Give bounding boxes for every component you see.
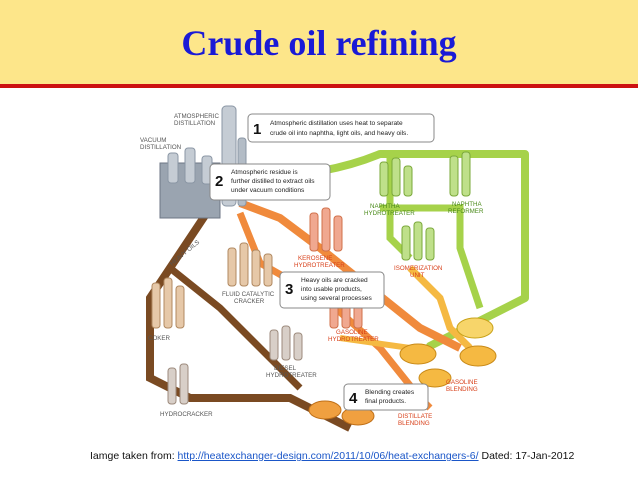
step-2-line-1: Atmospheric residue is — [231, 169, 298, 176]
step-1-number: 1 — [253, 121, 261, 138]
step-2-number: 2 — [215, 173, 223, 190]
isomerization-unit-label-1: ISOMERIZATION — [394, 265, 442, 272]
step-3-number: 3 — [285, 281, 293, 298]
slide-title: Crude oil refining — [181, 23, 457, 63]
gasoline-blending-label-1: GASOLINE — [446, 379, 478, 386]
naphtha-reformer-label-2: REFORMER — [448, 208, 484, 215]
step-2-line-3: under vacuum conditions — [231, 187, 305, 194]
title-banner — [0, 0, 638, 84]
step-1-line-1: Atmospheric distillation uses heat to se… — [270, 120, 403, 127]
gasoline-hydrotreater-label-1: GASOLINE — [336, 329, 368, 336]
caption-suffix: Dated: 17-Jan-2012 — [478, 450, 575, 462]
vacuum-distillation-label-1: VACUUM — [140, 137, 166, 144]
gasoline-blending-tanks — [399, 317, 497, 388]
naphtha-reformer-stream — [380, 204, 484, 310]
step-1-callout: 1 Atmospheric distillation uses heat to … — [247, 113, 435, 143]
diesel-hydrotreater-label-1: DIESEL — [274, 365, 297, 372]
naphtha-hydrotreater-unit — [379, 157, 413, 197]
distillate-blending-label-2: BLENDING — [398, 420, 430, 427]
step-4-line-1: Blending creates — [365, 389, 415, 396]
title-divider — [0, 84, 638, 88]
refining-diagram: 1 Atmospheric distillation uses heat to … — [140, 105, 529, 432]
step-4-line-2: final products. — [365, 398, 406, 405]
isomerization-unit-label-2: UNIT — [410, 272, 425, 279]
gasoline-blending-label-2: BLENDING — [446, 386, 478, 393]
image-source-caption: Iamge taken from: http://heatexchanger-d… — [90, 450, 574, 462]
caption-prefix: Iamge taken from: — [90, 450, 178, 462]
fluid-catalytic-cracker-label-2: CRACKER — [234, 298, 265, 305]
step-4-callout: 4 Blending creates final products. — [343, 383, 429, 411]
naphtha-hydrotreater-label-2: HYDROTREATER — [364, 210, 415, 217]
gasoline-stream — [407, 265, 473, 351]
step-2-callout: 2 Atmospheric residue is further distill… — [209, 163, 331, 201]
coker-unit — [151, 277, 185, 329]
naphtha-reformer-label-1: NAPHTHA — [452, 201, 482, 208]
atmospheric-distillation-label-1: ATMOSPHERIC — [174, 113, 219, 120]
step-2-line-2: further distilled to extract oils — [231, 178, 315, 185]
step-3-callout: 3 Heavy oils are cracked into usable pro… — [279, 271, 385, 309]
isomerization-unit — [401, 221, 435, 261]
naphtha-reformer-unit — [449, 151, 471, 197]
hydrocracker-label: HYDROCRACKER — [160, 411, 213, 418]
naphtha-hydrotreater-label-1: NAPHTHA — [370, 203, 400, 210]
diesel-hydrotreater-label-2: HYDROTREATER — [266, 372, 317, 379]
step-4-number: 4 — [349, 390, 358, 407]
fluid-catalytic-cracker-label-1: FLUID CATALYTIC — [222, 291, 275, 298]
light-oil-stream — [238, 199, 462, 352]
diesel-hydrotreater-unit — [269, 325, 303, 361]
kerosene-hydrotreater-label-2: HYDROTREATER — [294, 262, 345, 269]
distillate-blending-tanks — [308, 400, 375, 426]
kerosene-hydrotreater-unit — [309, 207, 343, 252]
kerosene-hydrotreater-label-1: KEROSENE — [298, 255, 332, 262]
vacuum-distillation-label-2: DISTILLATION — [140, 144, 181, 151]
fluid-catalytic-cracker-unit — [227, 242, 273, 287]
heavy-oil-stream-2 — [167, 265, 303, 391]
step-3-line-3: using several processes — [301, 295, 372, 302]
atmospheric-distillation-label-2: DISTILLATION — [174, 120, 215, 127]
gasoline-hydrotreater-label-2: HYDROTREATER — [328, 336, 379, 343]
step-3-line-1: Heavy oils are cracked — [301, 277, 368, 284]
source-link[interactable]: http://heatexchanger-design.com/2011/10/… — [177, 450, 479, 462]
step-3-line-2: into usable products, — [301, 286, 362, 293]
step-1-line-2: crude oil into naphtha, light oils, and … — [270, 130, 408, 137]
hydrocracker-unit — [167, 363, 189, 405]
coker-label: COKER — [148, 335, 171, 342]
distillate-blending-label-1: DISTILLATE — [398, 413, 432, 420]
